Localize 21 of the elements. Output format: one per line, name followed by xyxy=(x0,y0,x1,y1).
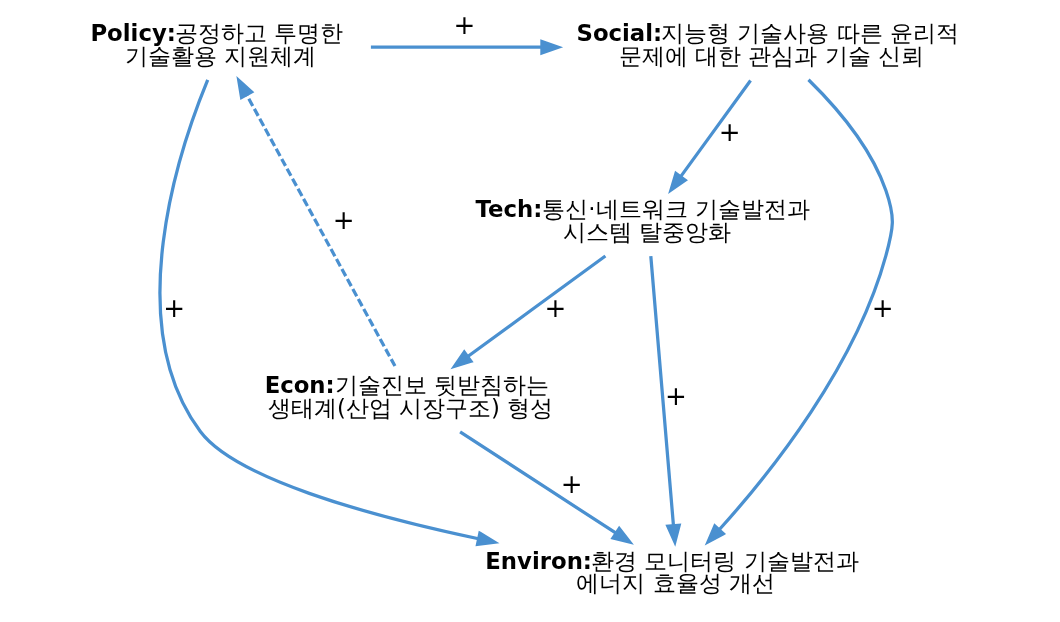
node-text: Policy:공정하고 투명한 기술활용 지원체계 xyxy=(89,20,343,69)
edge-label: + xyxy=(560,469,583,500)
edge-label: + xyxy=(543,293,566,324)
arrow xyxy=(450,254,606,370)
node-text: Econ:기술진보 뒷받침하는 생태계(산업 시장구조) 형성 xyxy=(264,371,553,421)
node-text: Environ:환경 모니터링 기술발전과 에너지 효율성 개선 xyxy=(484,547,859,597)
edge-label: + xyxy=(162,293,185,324)
arrow xyxy=(370,39,563,56)
arrow xyxy=(667,79,752,194)
edge-label: + xyxy=(871,293,894,324)
arrow xyxy=(158,79,499,547)
arrow xyxy=(648,256,681,547)
edge-label: + xyxy=(332,205,355,236)
edge-label: + xyxy=(718,117,740,148)
arrow xyxy=(704,78,894,546)
node-text: Social:지능형 기술사용 따른 윤리적 문제에 대한 관심과 기술 신뢰 xyxy=(576,20,959,69)
arrow xyxy=(235,76,396,367)
edge-label: + xyxy=(453,9,475,40)
node-text: Tech:통신·네트워크 기술발전과 시스템 탈중앙화 xyxy=(475,195,810,245)
arrow xyxy=(458,430,634,545)
edge-label: + xyxy=(664,381,687,412)
